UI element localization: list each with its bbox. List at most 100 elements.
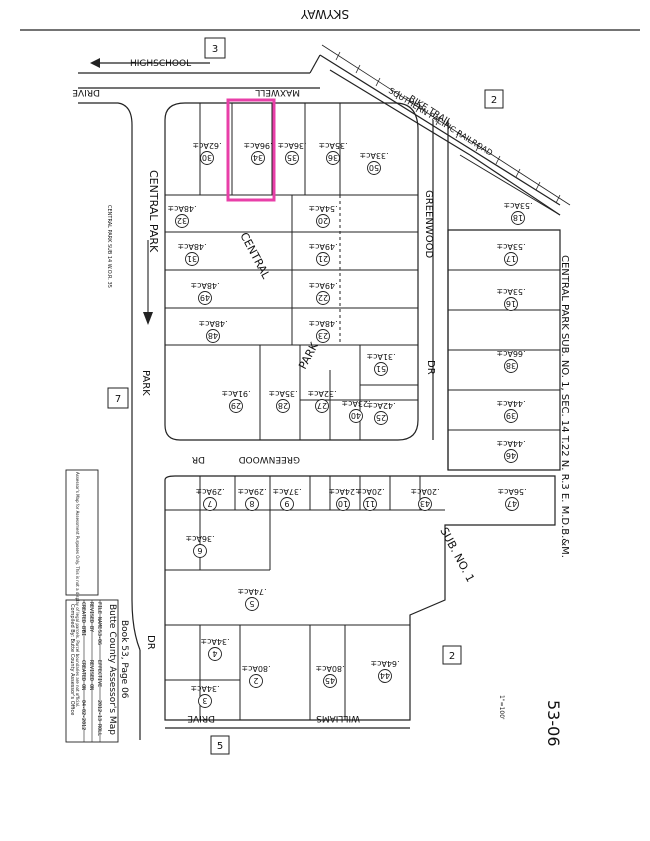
compiled-note: Compiled By: Butte County Assessor's Off… [69, 604, 75, 715]
lot-20: 20.54Ac± [308, 204, 338, 228]
street-greenwood-upper: GREENWOOD [423, 190, 434, 258]
lot-22: 22.49Ac± [308, 281, 338, 305]
lot-6: 6.36Ac± [185, 534, 215, 558]
lot-number-circle [504, 297, 518, 311]
lot-4: 4.34Ac± [200, 637, 230, 661]
lot-number: 29 [231, 401, 241, 410]
lot-area: .34Ac± [200, 637, 229, 646]
lot-area: .42Ac± [366, 401, 395, 410]
lot-number: 50 [369, 163, 379, 172]
lot-area: .37Ac± [272, 487, 301, 496]
lot-number-circle [374, 411, 388, 425]
lot-number-circle [323, 674, 337, 688]
lot-area: .64Ac± [370, 659, 399, 668]
road-lines [78, 54, 561, 740]
lot-number-circle [245, 597, 259, 611]
lot-area: .66Ac± [496, 349, 525, 358]
lot-number-circle [280, 497, 294, 511]
lot-number-circle [378, 669, 392, 683]
lot-36: 36 .35Ac± [318, 141, 348, 165]
lot-area: .53Ac± [496, 242, 525, 251]
lot-number: 47 [507, 499, 517, 508]
lot-number-circle [185, 252, 199, 266]
lot-number: 22 [318, 293, 328, 302]
lot-area: .44Ac± [496, 399, 525, 408]
lot-number: 17 [506, 254, 516, 263]
lot-number: 39 [506, 411, 516, 420]
lot-area: .48Ac± [198, 319, 227, 328]
lot-number-circle [249, 674, 263, 688]
lot-number-circle [349, 409, 363, 423]
book-square-label: 3 [212, 44, 218, 55]
sub-no-label: SUB. NO. 1 [437, 525, 477, 584]
book-square-2-lower: 2 [442, 645, 462, 665]
lot-number: 6 [197, 546, 202, 555]
lot-number-circle [229, 399, 243, 413]
assessor-title: Butte County Assessor's Map [107, 604, 117, 735]
lot-area: .29Ac± [195, 487, 224, 496]
lot-number: 20 [318, 216, 328, 225]
lot-area: .80Ac± [315, 664, 344, 673]
highschool-arrow: HIGHSCHOOL [90, 58, 210, 69]
lot-35: 35.36Ac± [277, 141, 307, 165]
lot-area: .49Ac± [308, 242, 337, 251]
lot-labels: 30.62Ac±34.96Ac±35.36Ac±36.35Ac±50.33Ac±… [167, 141, 533, 708]
lot-area: .62Ac± [192, 141, 221, 150]
lot-area: .35Ac± [318, 141, 347, 150]
svg-text:2: 2 [449, 651, 455, 662]
lot-number-circle [316, 252, 330, 266]
lot-area: .29Ac± [237, 487, 266, 496]
street-drive-top-left: DRIVE [72, 87, 100, 97]
lot-area: .48Ac± [308, 319, 337, 328]
lot-area: .35Ac± [268, 389, 297, 398]
svg-text:2: 2 [491, 95, 497, 106]
lot-18: 18.53Ac± [503, 201, 533, 225]
lot-number-circle [374, 362, 388, 376]
street-central-mid: CENTRAL [237, 230, 273, 281]
lot-number: 51 [376, 364, 386, 373]
lot-area: .34Ac± [190, 684, 219, 693]
lot-area: .80Ac± [241, 664, 270, 673]
left-note: CENTRAL PARK SUB 14 W.O.R. 35 [106, 205, 112, 288]
map-number: 53-06 [544, 700, 563, 747]
lot-area: .23Ac± [341, 399, 370, 408]
table-cell: REVISED BY [88, 602, 94, 632]
skyway-road: SKYWAY [20, 7, 640, 31]
lot-area: .20Ac± [355, 487, 384, 496]
lot-11: 11 .20Ac± [355, 487, 385, 511]
lot-number: 2 [253, 676, 258, 685]
street-greenwood-lower: GREENWOOD [239, 454, 300, 464]
lot-17: 17 .53Ac± [496, 242, 526, 266]
lot-number: 46 [506, 451, 516, 460]
lot-number-circle [504, 252, 518, 266]
lot-number: 44 [380, 671, 390, 680]
lot-9: 9.37Ac± [272, 487, 302, 511]
lot-2: 2 .80Ac± [241, 664, 271, 688]
lot-21: 21.49Ac± [308, 242, 338, 266]
svg-text:5: 5 [217, 741, 223, 752]
lot-number-circle [175, 214, 189, 228]
lot-10: 10.24Ac± [328, 487, 358, 511]
lot-number: 11 [365, 499, 375, 508]
east-lots [447, 150, 561, 471]
lot-51: 51.31Ac± [366, 352, 396, 376]
street-park-left: PARK [140, 370, 151, 396]
lot-number: 36 [328, 153, 338, 162]
lot-44: 44 .64Ac± [370, 659, 400, 683]
book-square-7: 7 [107, 387, 129, 409]
upper-block [164, 102, 419, 441]
lot-31: 31.48Ac± [177, 242, 207, 266]
lot-number: 3 [202, 696, 207, 705]
book-square-5: 5 [210, 735, 230, 755]
lot-number: 38 [506, 361, 516, 370]
lot-5: 5.74Ac± [237, 587, 267, 611]
lot-40: 40.23Ac± [341, 399, 371, 423]
book-square-2-top: 2 [484, 89, 504, 109]
lot-number: 25 [376, 413, 386, 422]
skyway-label: SKYWAY [300, 7, 349, 21]
table-cell: REVISED ON [88, 660, 94, 690]
lot-number-circle [418, 497, 432, 511]
lot-number-circle [245, 497, 259, 511]
lot-29: 29.91Ac± [221, 389, 251, 413]
lot-number: 5 [249, 599, 254, 608]
